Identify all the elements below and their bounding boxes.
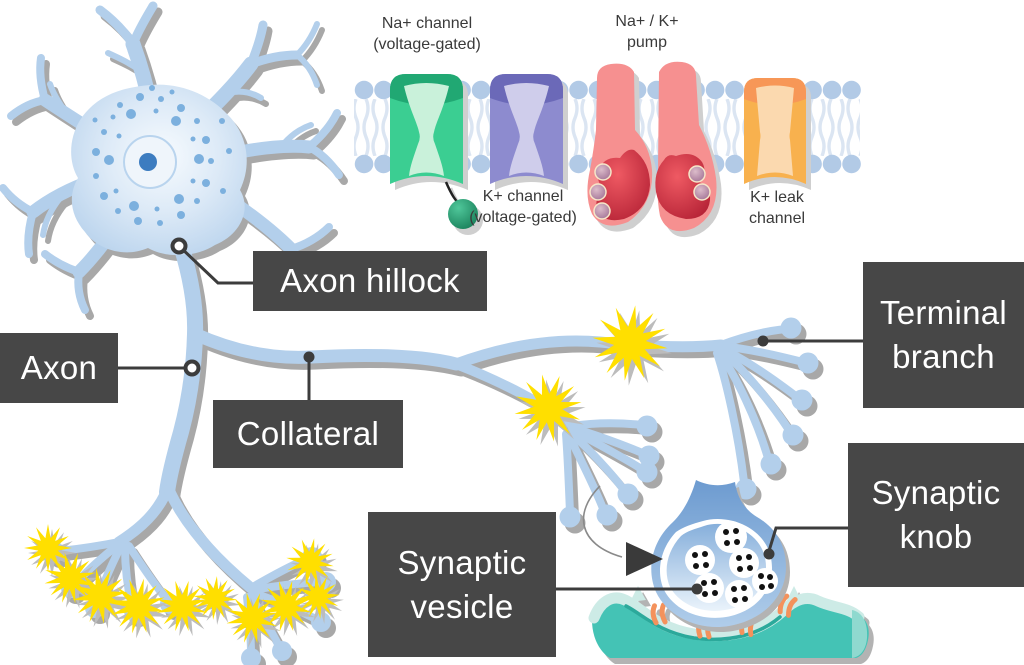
- callout-axon: Axon: [0, 333, 118, 403]
- synaptic-knob-marker: [763, 548, 775, 560]
- label-na-k-pump-line2: pump: [626, 34, 668, 52]
- axon-hillock-marker: [170, 237, 188, 255]
- terminal-branch-marker: [757, 335, 769, 347]
- k-leak-channel: [744, 78, 806, 184]
- callout-synaptic-knob: Synaptic knob: [848, 443, 1024, 587]
- label-k-channel-line1: K+ channel: [482, 188, 564, 205]
- cell-membrane-illustration: [354, 61, 862, 232]
- callout-terminal-branch-line2: branch: [892, 338, 995, 375]
- callout-axon-hillock-text: Axon hillock: [280, 262, 460, 300]
- label-k-leak-channel-line1: K+ leak: [750, 189, 804, 206]
- collateral-marker: [303, 351, 315, 363]
- label-na-channel-line2: (voltage-gated): [373, 36, 481, 54]
- leader-lines: [118, 237, 863, 595]
- axon-marker: [183, 359, 201, 377]
- inactivation-ball: [448, 199, 478, 229]
- dendrites: [0, 1, 343, 314]
- callout-synaptic-vesicle-line2: vesicle: [410, 587, 514, 625]
- k-channel: [490, 74, 563, 184]
- na-k-pump: [587, 61, 717, 232]
- callout-axon-text: Axon: [20, 349, 98, 387]
- nissl-bodies: [92, 85, 232, 226]
- label-na-k-pump-line1: Na+ / K+: [615, 13, 679, 30]
- callout-collateral-text: Collateral: [236, 415, 380, 453]
- callout-terminal-branch: Terminal branch: [863, 262, 1024, 408]
- arrowhead: [626, 542, 663, 576]
- synaptic-vesicles: [685, 521, 778, 608]
- label-k-leak-channel: K+ leak channel: [749, 187, 805, 229]
- na-channel: [390, 74, 478, 229]
- callout-axon-hillock: Axon hillock: [253, 251, 487, 311]
- label-na-channel: Na+ channel (voltage-gated): [373, 13, 481, 55]
- neuron-illustration: [0, 1, 819, 665]
- label-na-channel-line1: Na+ channel: [381, 15, 473, 32]
- label-k-channel: K+ channel (voltage-gated): [469, 186, 577, 228]
- callout-synaptic-vesicle-line1: Synaptic: [397, 543, 527, 581]
- callout-synaptic-knob-line1: Synaptic: [871, 474, 1001, 512]
- callout-terminal-branch-line1: Terminal: [879, 294, 1008, 332]
- neurotransmitter-dots: [692, 528, 774, 603]
- synaptic-vesicle-marker: [691, 583, 703, 595]
- label-k-leak-channel-line2: channel: [748, 210, 806, 228]
- label-na-k-pump: Na+ / K+ pump: [615, 11, 678, 53]
- callout-collateral: Collateral: [213, 400, 403, 468]
- zoom-arrow: [582, 485, 663, 576]
- label-k-channel-line2: (voltage-gated): [469, 209, 577, 227]
- callout-synaptic-knob-line2: knob: [899, 518, 973, 555]
- nucleolus: [139, 153, 157, 171]
- callout-synaptic-vesicle: Synaptic vesicle: [368, 512, 556, 657]
